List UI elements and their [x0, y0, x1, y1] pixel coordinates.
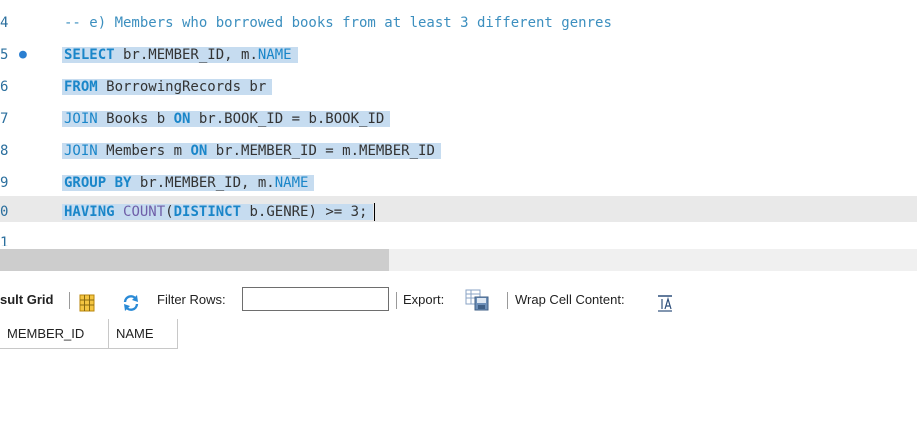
column-header-name[interactable]: NAME — [109, 319, 178, 349]
filter-rows-input[interactable] — [242, 287, 389, 311]
code-text: br.MEMBER_ID = m.MEMBER_ID — [207, 143, 435, 159]
keyword: DISTINCT — [173, 204, 242, 220]
comment-text: -- e) Members who borrowed books from at… — [64, 15, 612, 31]
code-text: br.MEMBER_ID, m. — [114, 47, 258, 63]
line-number: 8 — [0, 143, 9, 159]
editor-line[interactable]: 1 — [0, 232, 917, 246]
line-number: 1 — [0, 235, 9, 246]
editor-line[interactable]: 0 HAVING COUNT(DISTINCT b.GENRE) >= 3; — [0, 199, 917, 225]
result-toolbar: sult Grid Filter Rows: Export: — [0, 283, 917, 317]
editor-line[interactable]: 4 -- e) Members who borrowed books from … — [0, 10, 917, 36]
function-name: COUNT — [123, 204, 166, 220]
line-number: 4 — [0, 15, 9, 31]
wrap-cell-content-label: Wrap Cell Content: — [515, 292, 625, 307]
grid-layout-icon[interactable] — [79, 291, 95, 312]
text-caret — [374, 203, 376, 221]
code-text: Members m — [97, 143, 191, 159]
column-header-member-id[interactable]: MEMBER_ID — [0, 319, 109, 349]
editor-line[interactable]: 8 JOIN Members m ON br.MEMBER_ID = m.MEM… — [0, 138, 917, 164]
code-text: br.BOOK_ID = b.BOOK_ID — [190, 111, 385, 127]
refresh-icon[interactable] — [122, 291, 140, 311]
code-text: BorrowingRecords br — [97, 79, 267, 95]
keyword: JOIN — [64, 143, 98, 159]
keyword: FROM — [64, 79, 98, 95]
keyword: SELECT — [64, 47, 115, 63]
toolbar-separator — [69, 292, 70, 309]
result-grid-header: MEMBER_ID NAME — [0, 319, 178, 349]
keyword: ON — [173, 111, 191, 127]
code-text: ( — [165, 204, 174, 220]
code-text: b.GENRE) >= 3; — [241, 204, 368, 220]
result-grid-tab[interactable]: sult Grid — [0, 292, 54, 307]
horizontal-scrollbar-thumb[interactable] — [0, 249, 389, 271]
export-label: Export: — [403, 292, 445, 307]
editor-line[interactable]: 9 GROUP BY br.MEMBER_ID, m.NAME — [0, 170, 917, 196]
line-number: 7 — [0, 111, 9, 127]
breakpoint-dot-icon[interactable]: ● — [19, 47, 27, 62]
filter-rows-label: Filter Rows: — [157, 292, 226, 307]
code-text: Books b — [97, 111, 174, 127]
line-number: 6 — [0, 79, 9, 95]
code-text: br.MEMBER_ID, m. — [131, 175, 275, 191]
line-number: 9 — [0, 175, 9, 191]
toolbar-separator — [396, 292, 397, 309]
keyword: ON — [190, 143, 208, 159]
keyword: NAME — [257, 47, 292, 63]
line-number: 5● — [0, 42, 60, 68]
export-icon[interactable] — [465, 289, 493, 311]
keyword: HAVING — [64, 204, 115, 220]
editor-line[interactable]: 7 JOIN Books b ON br.BOOK_ID = b.BOOK_ID — [0, 106, 917, 132]
keyword: NAME — [274, 175, 309, 191]
sql-editor[interactable]: 4 -- e) Members who borrowed books from … — [0, 0, 917, 246]
keyword: GROUP BY — [64, 175, 132, 191]
editor-line[interactable]: 5● SELECT br.MEMBER_ID, m.NAME — [0, 42, 917, 68]
keyword: JOIN — [64, 111, 98, 127]
toolbar-separator — [507, 292, 508, 309]
line-number: 0 — [0, 204, 9, 220]
wrap-text-icon[interactable] — [657, 291, 673, 312]
editor-line[interactable]: 6 FROM BorrowingRecords br — [0, 74, 917, 100]
